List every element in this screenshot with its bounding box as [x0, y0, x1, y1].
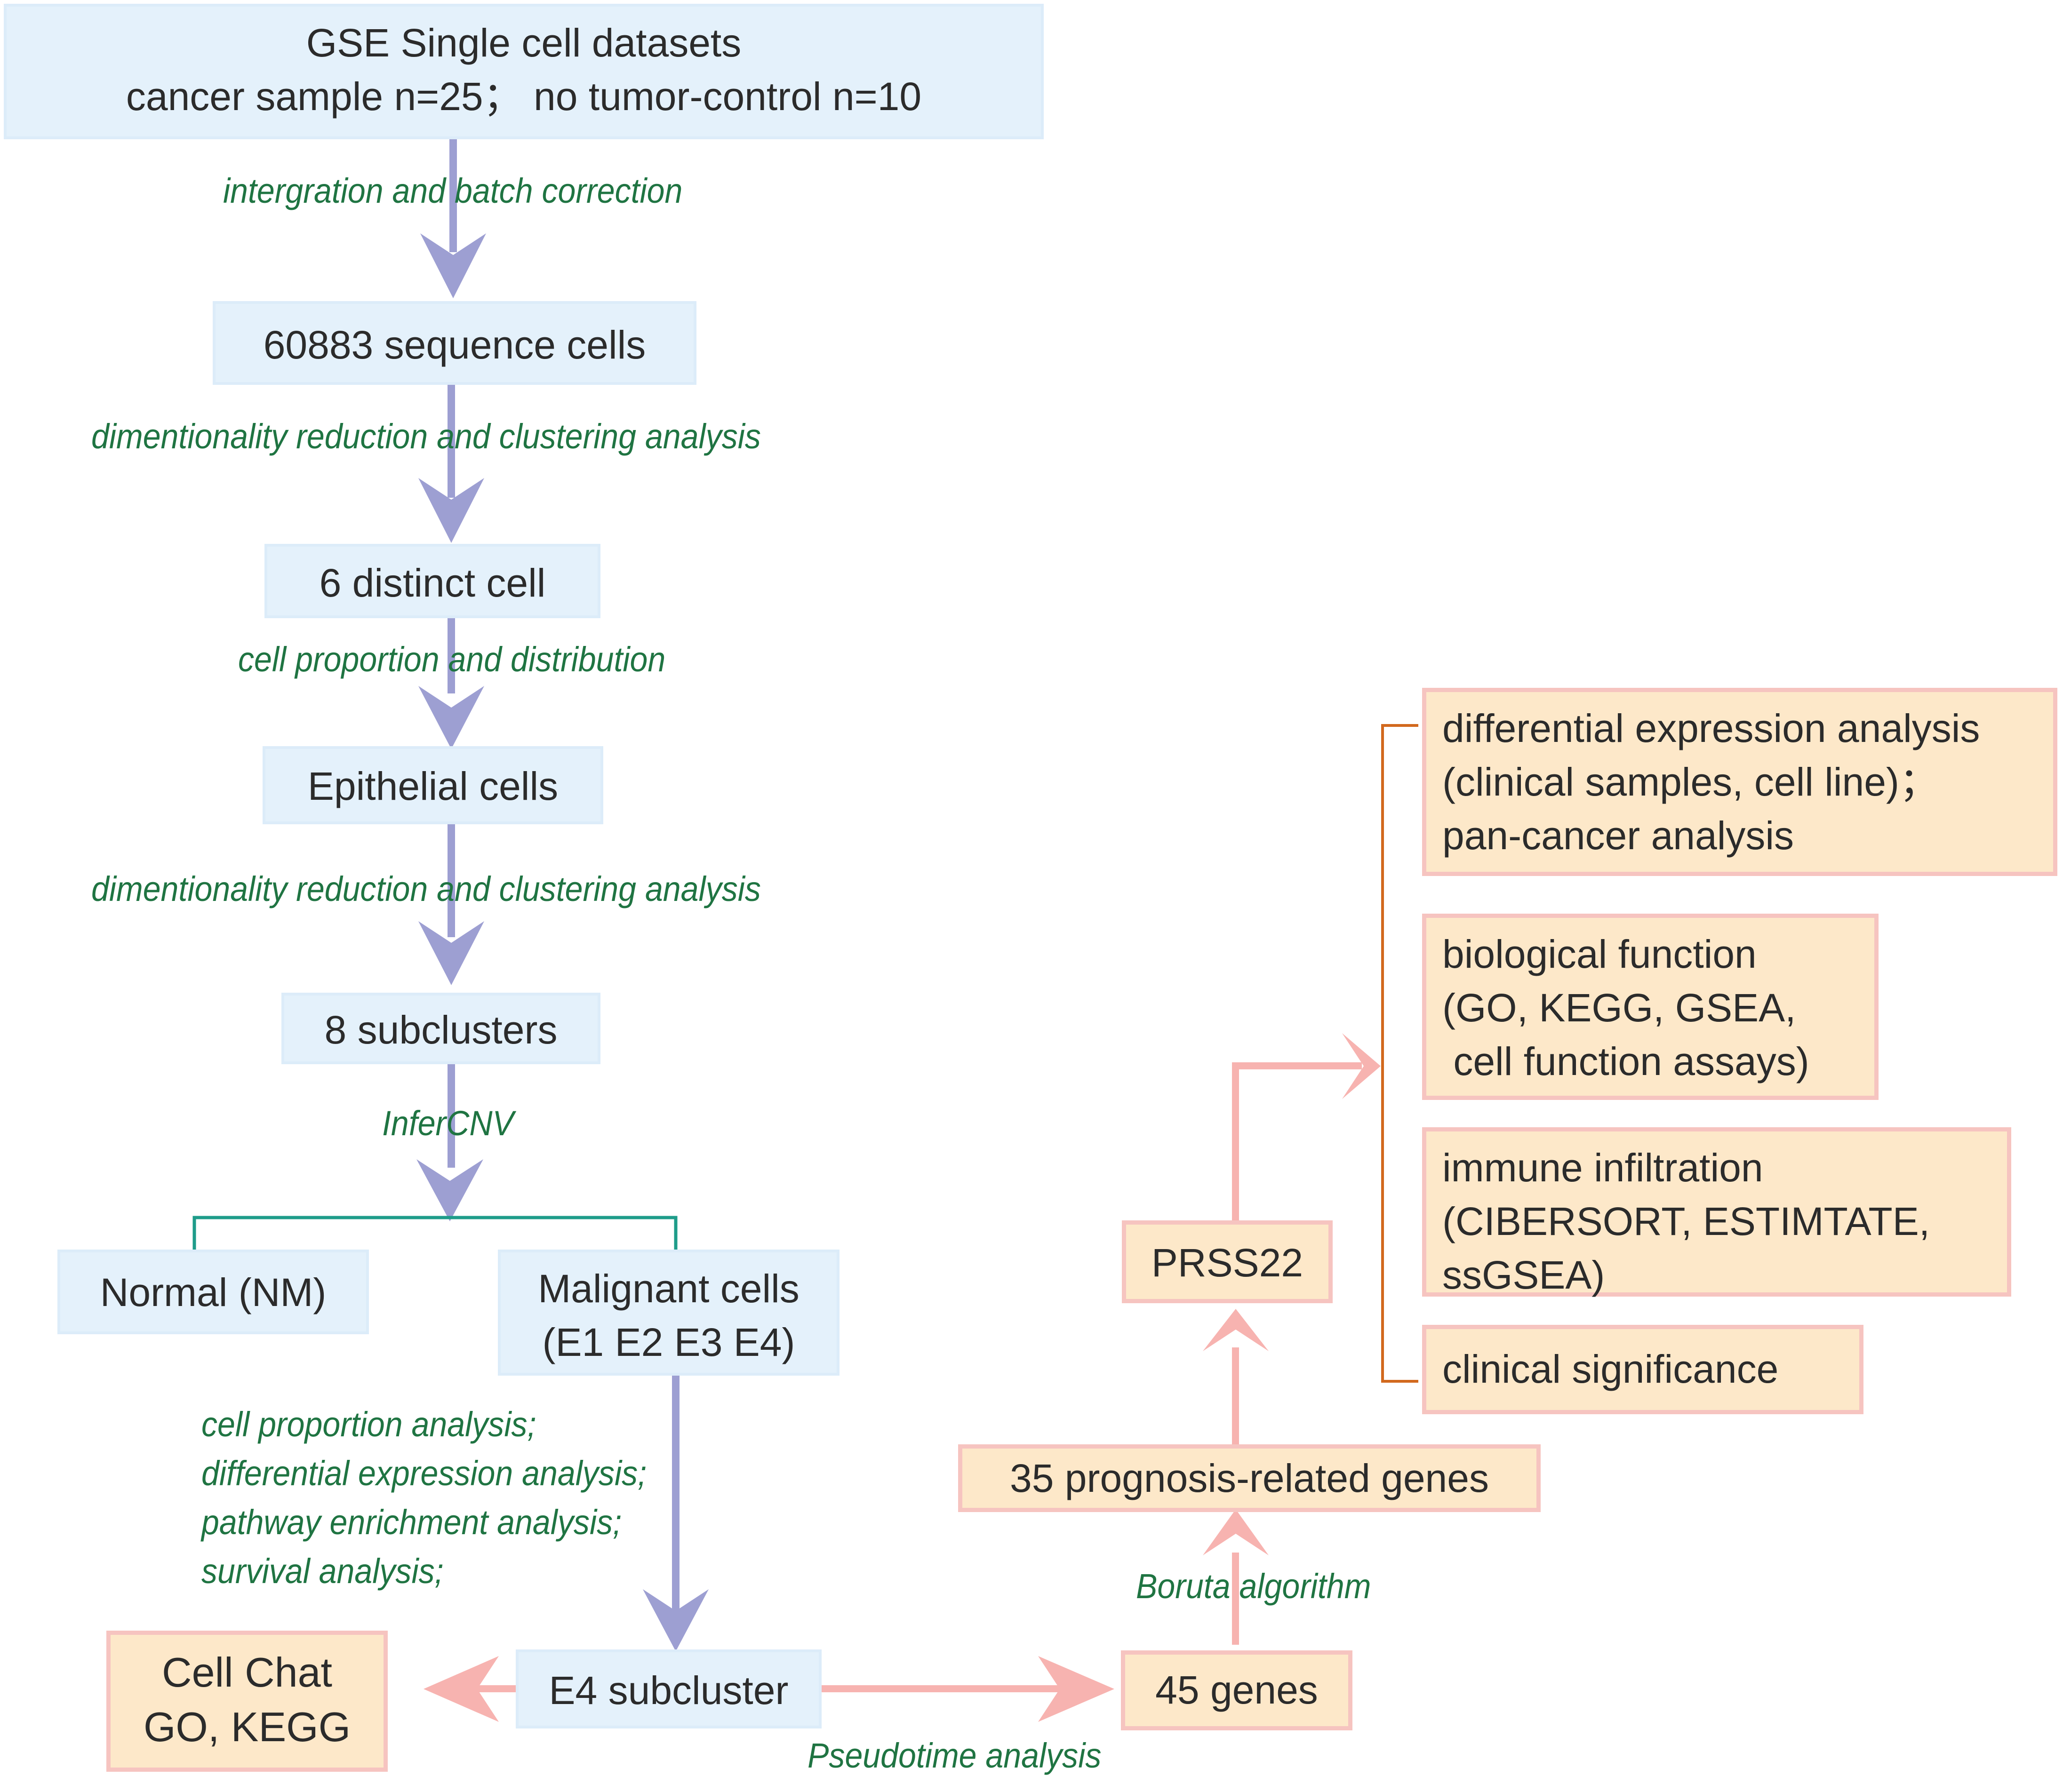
malignant-title: Malignant cells — [538, 1266, 800, 1311]
differential-expression-box: differential expression analysis (clinic… — [1422, 688, 2057, 876]
biological-function-box: biological function (GO, KEGG, GSEA, cel… — [1422, 914, 1879, 1100]
clinical-significance-text: clinical significance — [1442, 1347, 1779, 1391]
label-dimred-2: dimentionality reduction and clustering … — [91, 869, 761, 908]
label-analysis-2: differential expression analysis; — [201, 1454, 647, 1493]
subclusters-box: 8 subclusters — [281, 993, 600, 1064]
arrow-head-35-to-prss22 — [1203, 1309, 1269, 1351]
arrow-shaft-prss22-right — [1232, 1062, 1362, 1069]
arrow-head-prss22-to-bracket — [1342, 1033, 1381, 1099]
pink-arrows — [424, 1033, 1381, 1722]
gse-title: GSE Single cell datasets — [306, 21, 742, 65]
arrow-shaft-prss22-up — [1232, 1062, 1239, 1220]
label-boruta: Boruta algorithm — [1136, 1567, 1371, 1606]
arrow-head-subclusters-to-split — [416, 1159, 483, 1221]
immune-line-3: ssGSEA) — [1442, 1253, 1605, 1297]
arrow-shaft-e4-to-45genes — [822, 1685, 1082, 1692]
arrow-shaft-epithelial-to-subclusters — [448, 824, 455, 937]
arrow-shaft-45-to-35 — [1232, 1553, 1239, 1645]
e4-subcluster-text: E4 subcluster — [549, 1668, 789, 1712]
distinct-cell-text: 6 distinct cell — [319, 561, 546, 605]
split-bracket — [192, 1216, 678, 1250]
label-analysis-1: cell proportion analysis; — [201, 1405, 536, 1444]
diffexp-line-1: differential expression analysis — [1442, 706, 1980, 750]
epithelial-cells-text: Epithelial cells — [307, 764, 559, 808]
prognosis-genes-box: 35 prognosis-related genes — [958, 1444, 1541, 1512]
bio-line-1: biological function — [1442, 932, 1757, 976]
arrow-shaft-gse-to-seq — [449, 139, 457, 252]
gse-datasets-box: GSE Single cell datasets cancer sample n… — [4, 4, 1044, 139]
clinical-significance-box: clinical significance — [1422, 1325, 1863, 1414]
arrow-shaft-seq-to-distinct — [448, 385, 455, 498]
prss22-text: PRSS22 — [1151, 1241, 1303, 1285]
distinct-cell-box: 6 distinct cell — [264, 544, 600, 618]
normal-text: Normal (NM) — [100, 1270, 327, 1314]
genes-45-text: 45 genes — [1155, 1668, 1318, 1712]
label-proportion: cell proportion and distribution — [238, 640, 666, 679]
arrow-head-e4-to-cellchat — [424, 1656, 499, 1722]
sequence-cells-box: 60883 sequence cells — [213, 301, 696, 385]
arrow-head-45-to-35 — [1203, 1509, 1269, 1555]
label-analysis-3: pathway enrichment analysis; — [201, 1503, 622, 1542]
arrow-head-epithelial-to-subclusters — [418, 921, 484, 985]
bio-line-3: cell function assays) — [1442, 1039, 1809, 1083]
subclusters-text: 8 subclusters — [324, 1008, 558, 1052]
cell-chat-box: Cell Chat GO, KEGG — [106, 1631, 388, 1772]
immune-line-2: (CIBERSORT, ESTIMTATE, — [1442, 1199, 1930, 1243]
label-integration: intergration and batch correction — [223, 171, 683, 210]
results-bracket — [1381, 724, 1418, 1383]
diffexp-line-3: pan-cancer analysis — [1442, 813, 1794, 858]
diffexp-line-2: (clinical samples, cell line)； — [1442, 760, 1939, 804]
prognosis-genes-text: 35 prognosis-related genes — [1009, 1456, 1489, 1500]
arrow-head-seq-to-distinct — [418, 478, 484, 543]
genes-45-box: 45 genes — [1121, 1650, 1352, 1730]
arrow-head-malignant-to-e4 — [643, 1589, 709, 1651]
malignant-cells-box: Malignant cells (E1 E2 E3 E4) — [498, 1250, 840, 1376]
label-pseudotime: Pseudotime analysis — [808, 1736, 1102, 1775]
epithelial-cells-box: Epithelial cells — [263, 746, 603, 824]
arrow-shaft-35-to-prss22 — [1232, 1347, 1239, 1444]
label-dimred-1: dimentionality reduction and clustering … — [91, 417, 761, 456]
prss22-box: PRSS22 — [1122, 1220, 1333, 1303]
normal-box: Normal (NM) — [57, 1250, 369, 1334]
immune-line-1: immune infiltration — [1442, 1146, 1763, 1190]
blue-arrows — [416, 139, 709, 1651]
arrow-shaft-subclusters-to-split — [448, 1064, 455, 1168]
gse-samples: cancer sample n=25； no tumor-control n=1… — [126, 74, 922, 119]
arrow-shaft-distinct-to-epithelial — [448, 618, 455, 693]
malignant-clusters: (E1 E2 E3 E4) — [542, 1320, 795, 1364]
label-analysis-4: survival analysis; — [201, 1552, 444, 1591]
immune-infiltration-box: immune infiltration (CIBERSORT, ESTIMTAT… — [1422, 1127, 2011, 1297]
arrow-shaft-malignant-to-e4 — [672, 1376, 680, 1620]
sequence-cells-text: 60883 sequence cells — [263, 323, 646, 367]
bio-line-2: (GO, KEGG, GSEA, — [1442, 986, 1796, 1030]
label-infercnv: InferCNV — [382, 1104, 514, 1143]
arrow-head-distinct-to-epithelial — [418, 686, 484, 749]
cell-chat-methods: GO, KEGG — [143, 1704, 351, 1750]
e4-subcluster-box: E4 subcluster — [516, 1649, 822, 1728]
arrow-head-gse-to-seq — [420, 233, 486, 298]
cell-chat-title: Cell Chat — [162, 1649, 332, 1696]
arrow-head-e4-to-45genes — [1038, 1656, 1114, 1722]
